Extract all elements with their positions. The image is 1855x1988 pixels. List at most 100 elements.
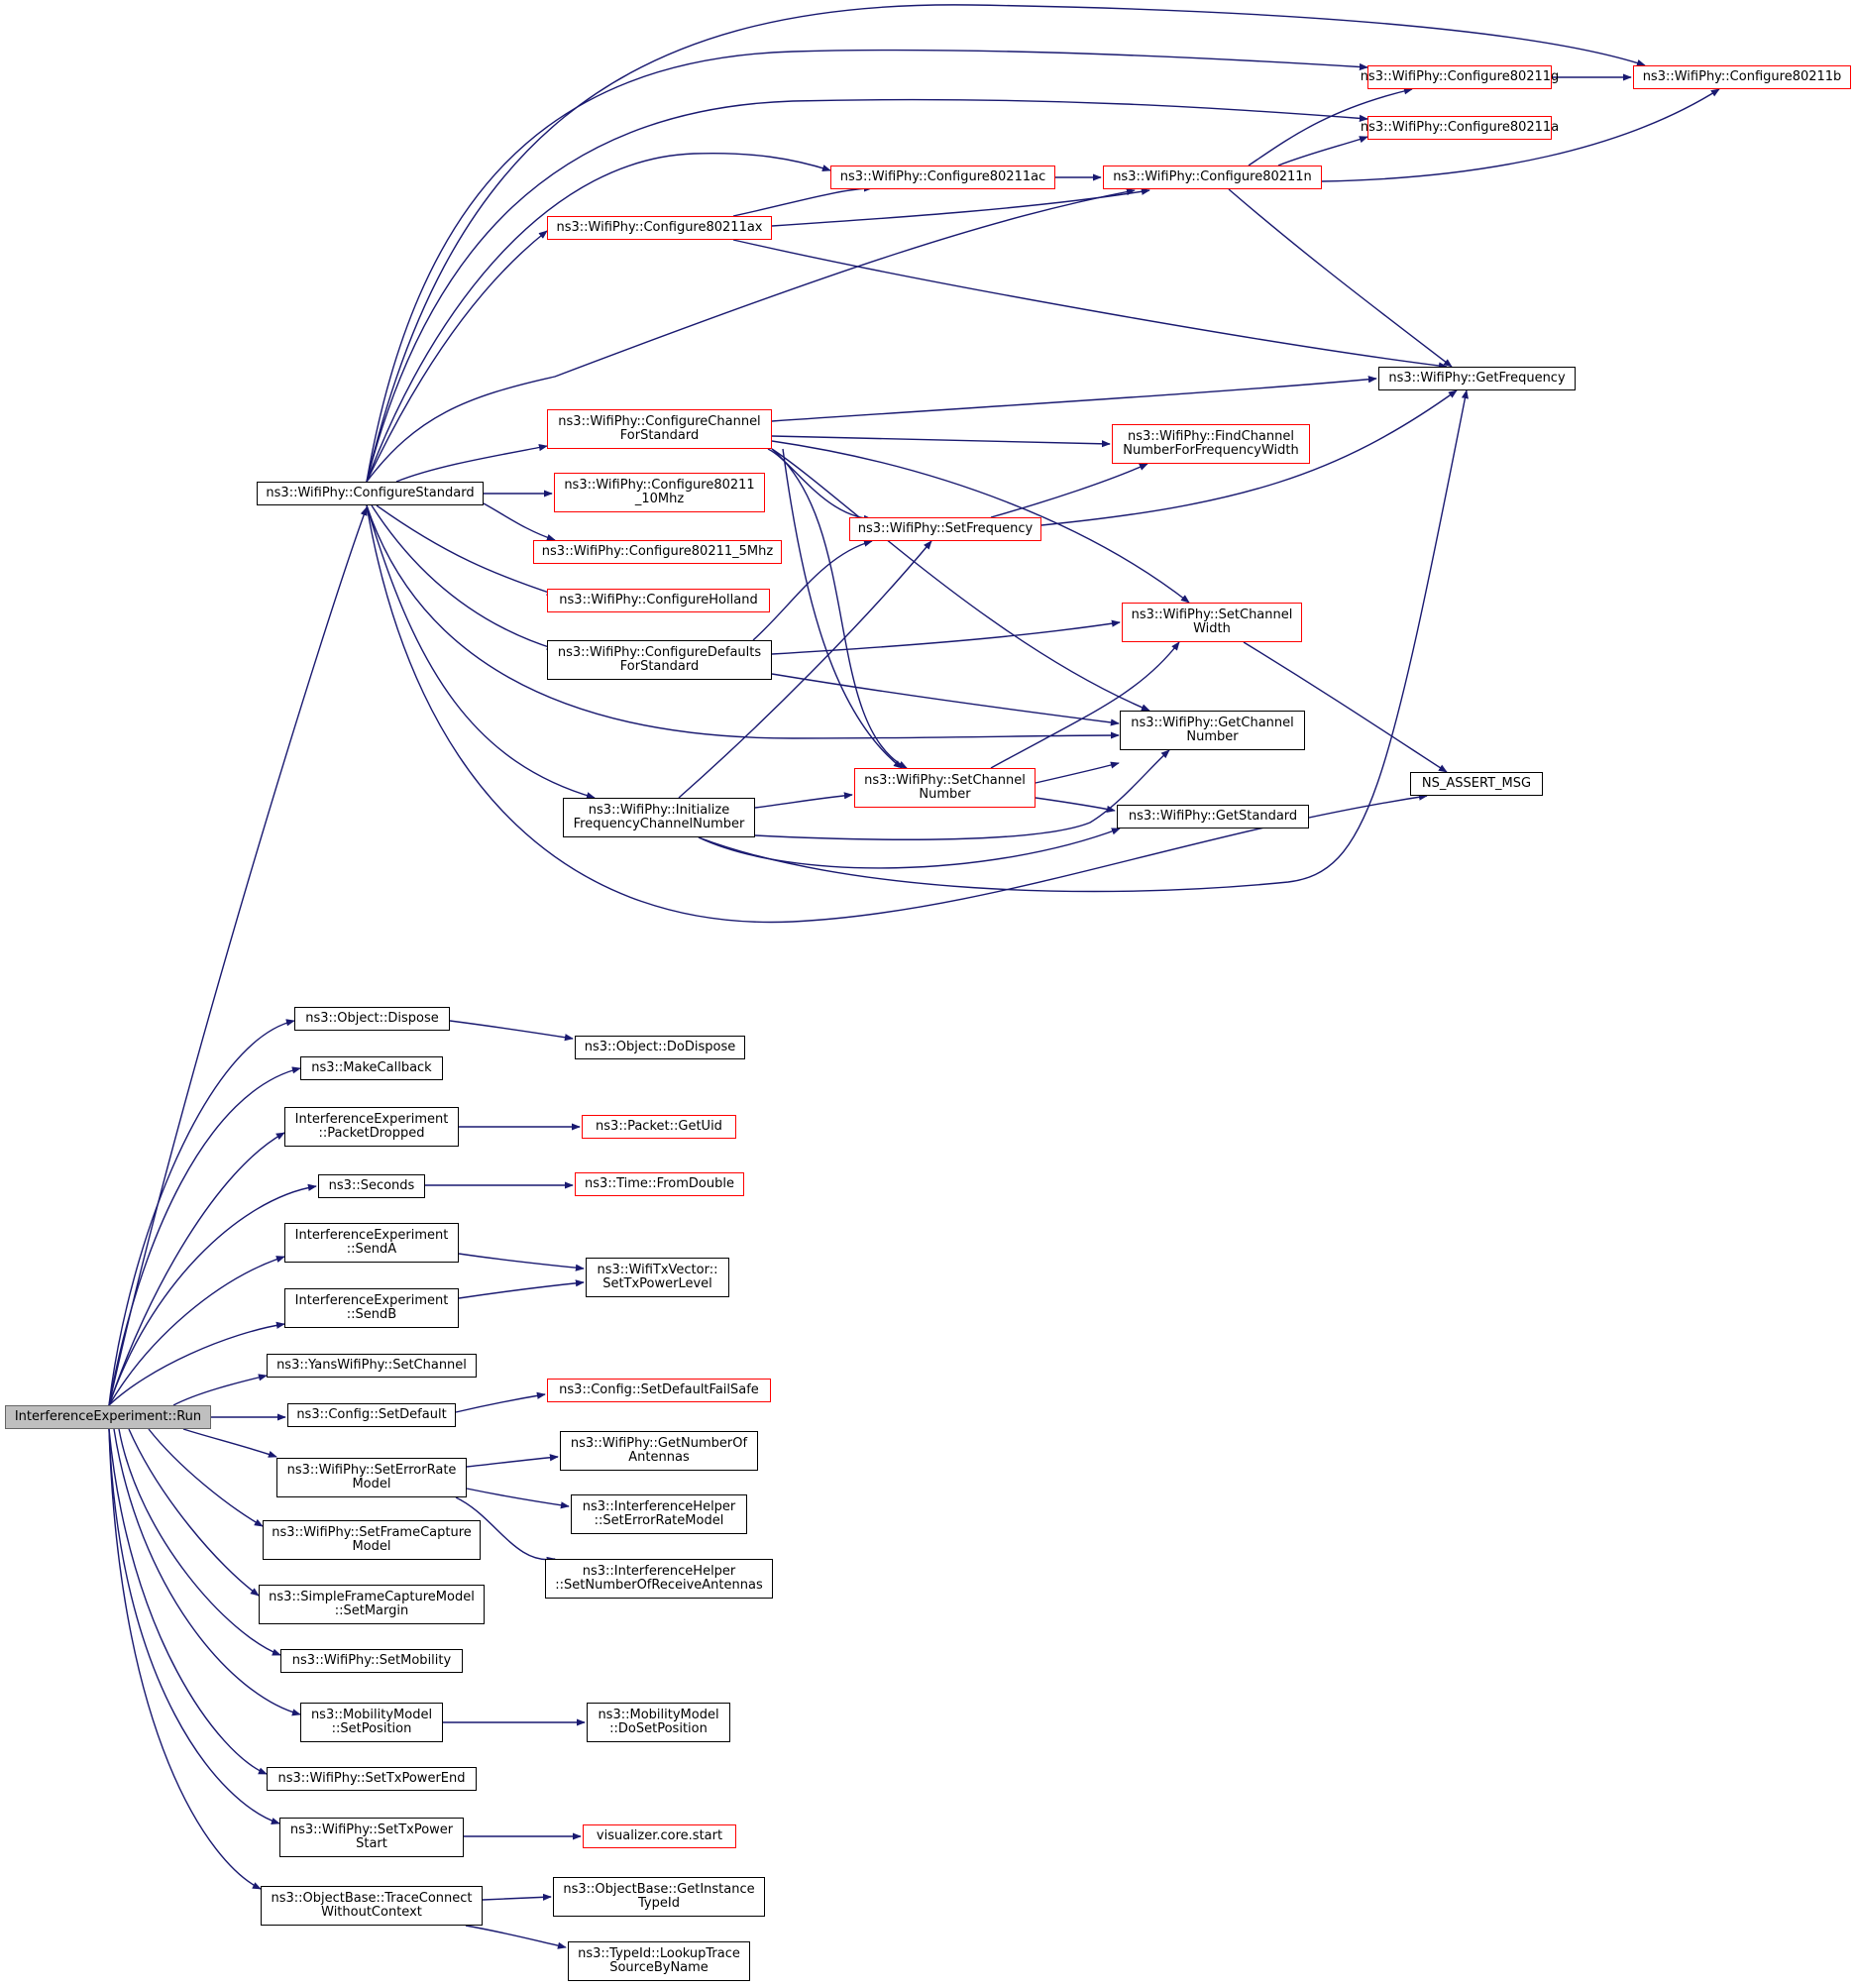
- node-c80211ax[interactable]: ns3::WifiPhy::Configure80211ax: [547, 216, 772, 240]
- node-ih-set-number-rx[interactable]: ns3::InterferenceHelper::SetNumberOfRece…: [545, 1559, 773, 1599]
- node-label-line: InterferenceExperiment: [294, 1228, 449, 1243]
- edge-cs-80211g: [366, 49, 1368, 483]
- edge-run-makecallback: [108, 1066, 301, 1406]
- node-c80211a[interactable]: ns3::WifiPhy::Configure80211a: [1361, 116, 1559, 140]
- edge-run-senda: [108, 1256, 285, 1406]
- node-label-line: ns3::WifiPhy::Configure80211: [564, 478, 755, 493]
- edge-run-mmposition: [113, 1428, 301, 1716]
- node-mm-set-position[interactable]: ns3::MobilityModel::SetPosition: [300, 1703, 443, 1742]
- node-label-line: ns3::WifiPhy::Initialize: [588, 803, 730, 818]
- node-label-line: NS_ASSERT_MSG: [1421, 776, 1532, 791]
- node-c80211g[interactable]: ns3::WifiPhy::Configure80211g: [1361, 65, 1559, 89]
- node-c10mhz[interactable]: ns3::WifiPhy::Configure80211_10Mhz: [554, 473, 765, 512]
- node-label-line: ns3::WifiPhy::SetChannel: [1131, 607, 1293, 622]
- edge-ccfs-getchannelnumber: [771, 448, 1150, 712]
- node-c80211ac[interactable]: ns3::WifiPhy::Configure80211ac: [830, 166, 1055, 189]
- edge-trace-getinst: [482, 1893, 552, 1901]
- node-label-line: NumberForFrequencyWidth: [1123, 443, 1299, 458]
- node-label-line: SourceByName: [609, 1960, 709, 1975]
- node-label-line: ns3::WifiPhy::GetChannel: [1131, 716, 1294, 730]
- edge-sendb-txpl: [458, 1279, 585, 1299]
- node-get-frequency[interactable]: ns3::WifiPhy::GetFrequency: [1378, 367, 1576, 390]
- node-c80211n[interactable]: ns3::WifiPhy::Configure80211n: [1103, 166, 1322, 189]
- edge-scn-width: [990, 641, 1180, 769]
- node-label-line: ns3::WifiPhy::Configure80211ax: [556, 220, 763, 235]
- node-label-line: ns3::WifiPhy::ConfigureStandard: [266, 486, 475, 500]
- node-label-line: ns3::Config::SetDefault: [296, 1407, 447, 1422]
- node-label-line: ns3::SimpleFrameCaptureModel: [269, 1590, 475, 1604]
- node-label-line: ns3::WifiPhy::SetFrequency: [857, 521, 1034, 536]
- node-set-frequency[interactable]: ns3::WifiPhy::SetFrequency: [849, 517, 1041, 541]
- node-label-line: ns3::TypeId::LookupTrace: [578, 1946, 740, 1961]
- node-label-line: WithoutContext: [321, 1905, 422, 1920]
- node-label-line: _10Mhz: [634, 492, 685, 506]
- edge-init-scn: [754, 792, 853, 809]
- node-obj-do-dispose[interactable]: ns3::Object::DoDispose: [575, 1036, 745, 1059]
- node-config-set-default[interactable]: ns3::Config::SetDefault: [287, 1403, 456, 1427]
- edge-init-getstandard: [698, 828, 1121, 869]
- node-label-line: ForStandard: [619, 659, 700, 674]
- node-label-line: ns3::Object::Dispose: [305, 1011, 439, 1026]
- edge-ccfs-setchannelnumber: [771, 448, 908, 769]
- edge-run-mobility: [118, 1428, 281, 1656]
- node-ih-set-error-rate-model[interactable]: ns3::InterferenceHelper::SetErrorRateMod…: [571, 1494, 747, 1534]
- edge-trace-lookup: [465, 1925, 567, 1949]
- node-viz-start[interactable]: visualizer.core.start: [583, 1824, 736, 1848]
- node-set-tx-power-end[interactable]: ns3::WifiPhy::SetTxPowerEnd: [267, 1767, 477, 1791]
- node-label-line: ::SendA: [346, 1242, 397, 1257]
- node-seconds[interactable]: ns3::Seconds: [318, 1174, 425, 1198]
- node-label-line: ns3::Object::DoDispose: [584, 1040, 736, 1054]
- edge-ax-ac: [732, 184, 873, 217]
- edge-senda-txpl: [458, 1253, 585, 1271]
- edge-cs-holland: [376, 504, 556, 596]
- node-send-b[interactable]: InterferenceExperiment::SendB: [284, 1288, 459, 1328]
- node-packet-dropped[interactable]: InterferenceExperiment::PacketDropped: [284, 1107, 459, 1147]
- node-packet-get-uid[interactable]: ns3::Packet::GetUid: [582, 1115, 736, 1139]
- node-obj-dispose[interactable]: ns3::Object::Dispose: [294, 1007, 450, 1031]
- edge-ax-getfreq: [732, 239, 1448, 370]
- edge-cs-80211ac: [366, 152, 831, 483]
- node-label-line: Number: [919, 787, 971, 802]
- node-send-a[interactable]: InterferenceExperiment::SendA: [284, 1223, 459, 1263]
- edge-cs-defaults: [371, 504, 556, 651]
- node-time-from-double[interactable]: ns3::Time::FromDouble: [575, 1172, 744, 1196]
- node-label-line: ns3::WifiPhy::Configure80211ac: [839, 169, 1046, 184]
- edge-err-iherr: [466, 1488, 570, 1509]
- node-set-mobility[interactable]: ns3::WifiPhy::SetMobility: [280, 1649, 463, 1673]
- node-label-line: ns3::WifiPhy::SetChannel: [864, 773, 1026, 788]
- edge-run-margin: [128, 1428, 260, 1597]
- node-configure-holland[interactable]: ns3::WifiPhy::ConfigureHolland: [547, 589, 770, 612]
- node-mm-do-set-position[interactable]: ns3::MobilityModel::DoSetPosition: [587, 1703, 730, 1742]
- node-c80211b[interactable]: ns3::WifiPhy::Configure80211b: [1633, 65, 1851, 89]
- node-sfc-set-margin[interactable]: ns3::SimpleFrameCaptureModel::SetMargin: [259, 1585, 485, 1624]
- edge-n-a: [1277, 136, 1368, 166]
- node-c5mhz[interactable]: ns3::WifiPhy::Configure80211_5Mhz: [533, 540, 782, 564]
- edge-ccfs-setwidth: [771, 440, 1190, 604]
- node-ns-assert[interactable]: NS_ASSERT_MSG: [1410, 772, 1543, 796]
- node-label-line: ns3::WifiPhy::SetMobility: [291, 1653, 452, 1668]
- node-set-default-fail-safe[interactable]: ns3::Config::SetDefaultFailSafe: [547, 1379, 771, 1402]
- node-get-standard[interactable]: ns3::WifiPhy::GetStandard: [1117, 805, 1309, 828]
- node-label-line: ns3::WifiTxVector::: [597, 1263, 718, 1277]
- node-set-tx-power-level[interactable]: ns3::WifiTxVector::SetTxPowerLevel: [586, 1258, 729, 1297]
- edge-run-sendb: [108, 1321, 285, 1406]
- node-yans-set-channel[interactable]: ns3::YansWifiPhy::SetChannel: [267, 1354, 477, 1378]
- node-make-callback[interactable]: ns3::MakeCallback: [300, 1056, 443, 1080]
- node-configure-standard[interactable]: ns3::WifiPhy::ConfigureStandard: [257, 482, 484, 505]
- node-run[interactable]: InterferenceExperiment::Run: [5, 1405, 211, 1429]
- edge-ccfs-getfreq: [771, 376, 1377, 422]
